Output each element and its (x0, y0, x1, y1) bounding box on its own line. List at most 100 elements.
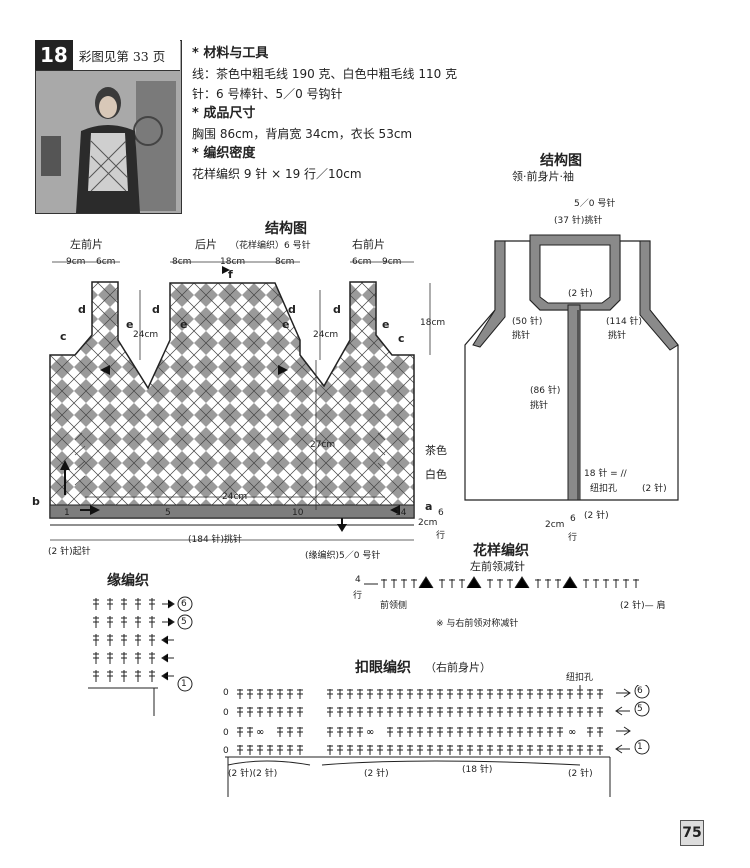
flower-note: ※ 与右前领对称减针 (436, 619, 519, 629)
small-structure-diagram (464, 234, 679, 501)
dim-18cm-right: 18cm (420, 318, 446, 328)
label-tea-color: 茶色 (425, 444, 447, 457)
band-count-3: (18 针) (462, 765, 493, 775)
color-reference: 彩图见第 33 页 (78, 48, 166, 64)
left-front-label: 左前片 (70, 238, 103, 251)
flower-title: 花样编织 (473, 543, 529, 559)
size-heading: * 成品尺寸 (192, 106, 256, 121)
gauge-heading: * 编织密度 (192, 146, 256, 161)
main-diagram-title: 结构图 (265, 221, 307, 237)
letter-a: a (425, 500, 433, 513)
gauge-line: 花样编织 9 针 × 19 行／10cm (192, 167, 362, 181)
letter-d-mid-left: d (152, 303, 160, 316)
yarn-line: 线：茶色中粗毛线 190 克、白色中粗毛线 110 克 (192, 67, 458, 81)
right-front-label: 右前片 (352, 238, 385, 251)
dim-27cm: 27cm (310, 440, 336, 450)
small-50: (50 针) (512, 317, 543, 327)
small-2-right: (2 针) (642, 484, 667, 494)
letter-b: b (32, 495, 40, 508)
svg-text:0: 0 (223, 746, 229, 756)
small-2-bottom: (2 针) (584, 511, 609, 521)
flower-front-side: 前领侧 (380, 601, 408, 611)
flower-subtitle: 左前领减针 (470, 560, 525, 573)
small-37-pickup: (37 针)挑针 (554, 216, 603, 226)
materials-block: * 材料与工具 线：茶色中粗毛线 190 克、白色中粗毛线 110 克 针：6 … (192, 44, 457, 184)
small-diagram-subtitle: 领·前身片·袖 (512, 170, 574, 183)
svg-text:0: 0 (223, 728, 229, 738)
back-note: （花样编织）6 号针 (230, 241, 311, 251)
cast-on-note: (2 针)起针 (48, 547, 91, 557)
band-row-1: 1 (637, 742, 643, 752)
edge-chart (88, 596, 193, 716)
dim-6cm-left: 6cm (96, 257, 116, 267)
small-114: (114 针) (606, 317, 643, 327)
buttonband-subtitle: （右前身片） (425, 661, 491, 674)
svg-text:0: 0 (223, 688, 229, 698)
small-2cm: 2cm (545, 520, 565, 530)
small-114-pick: 挑针 (608, 331, 627, 341)
band-count-4: (2 针) (568, 769, 593, 779)
flower-shoulder: (2 针)— 肩 (620, 601, 666, 611)
stitch-num-14: 14 (395, 508, 407, 518)
materials-heading: * 材料与工具 (192, 46, 269, 61)
pattern-badge: 18 彩图见第 33 页 (35, 40, 180, 71)
dim-24cm-armhole-right: 24cm (313, 330, 339, 340)
small-86: (86 针) (530, 386, 561, 396)
back-label: 后片 (195, 238, 217, 251)
dim-24cm-width: 24cm (222, 492, 248, 502)
letter-d-right: d (333, 303, 341, 316)
letter-e-mid-left: e (180, 318, 188, 331)
letter-d-left: d (78, 303, 86, 316)
letter-f: f (228, 268, 233, 281)
pattern-number: 18 (35, 40, 73, 70)
letter-d-mid-right: d (288, 303, 296, 316)
small-2-stitches: (2 针) (568, 289, 593, 299)
svg-text:∞: ∞ (568, 727, 576, 738)
stitch-num-1: 1 (64, 508, 70, 518)
flower-row-4: 4 (355, 575, 361, 585)
edge-needle-note: (缘编织)5／0 号针 (305, 551, 381, 561)
edge-title: 缘编织 (107, 573, 149, 589)
small-18-stitches: 18 针 = // (584, 469, 627, 479)
size-line: 胸围 86cm，背肩宽 34cm，衣长 53cm (192, 127, 413, 141)
band-count-2: (2 针) (364, 769, 389, 779)
letter-c-right: c (398, 332, 405, 345)
dim-6cm-right: 6cm (352, 257, 372, 267)
small-50-pick: 挑针 (512, 331, 531, 341)
label-white-color: 白色 (425, 468, 447, 481)
buttonband-title: 扣眼编织 (355, 660, 411, 676)
svg-text:0: 0 (223, 708, 229, 718)
small-diagram-title: 结构图 (540, 153, 582, 169)
dim-8cm-back-left: 8cm (172, 257, 192, 267)
letter-e-right: e (382, 318, 390, 331)
letter-e-mid-right: e (282, 318, 290, 331)
page-number: 75 (680, 820, 704, 846)
small-buttonhole: 纽扣孔 (590, 484, 618, 494)
pickup-184: (184 针)挑针 (188, 535, 243, 545)
letter-c-left: c (60, 330, 67, 343)
needles-line: 针：6 号棒针、5／0 号钩针 (192, 87, 343, 101)
dim-9cm-right: 9cm (382, 257, 402, 267)
band-count-1: (2 针)(2 针) (228, 769, 278, 779)
dim-rows-word: 行 (436, 531, 446, 541)
flower-row-word: 行 (353, 591, 363, 601)
edge-row-1: 1 (181, 679, 187, 689)
small-6: 6 (570, 514, 576, 524)
flower-chart (364, 576, 639, 589)
dim-2cm-band: 2cm (418, 518, 438, 528)
garment-body (49, 281, 415, 519)
svg-text:∞: ∞ (366, 727, 374, 738)
dim-9cm-left: 9cm (66, 257, 86, 267)
edge-band (49, 504, 415, 519)
letter-e-left: e (126, 318, 134, 331)
dim-6-rows: 6 (438, 508, 444, 518)
band-row-5: 5 (637, 704, 643, 714)
hook-note: 5／0 号针 (574, 199, 616, 209)
buttonband-buttonhole: 纽扣孔 (566, 673, 594, 683)
dim-18cm-back: 18cm (220, 257, 246, 267)
small-row: 行 (568, 533, 578, 543)
dim-24cm-armhole-left: 24cm (133, 330, 159, 340)
stitch-num-5: 5 (165, 508, 171, 518)
